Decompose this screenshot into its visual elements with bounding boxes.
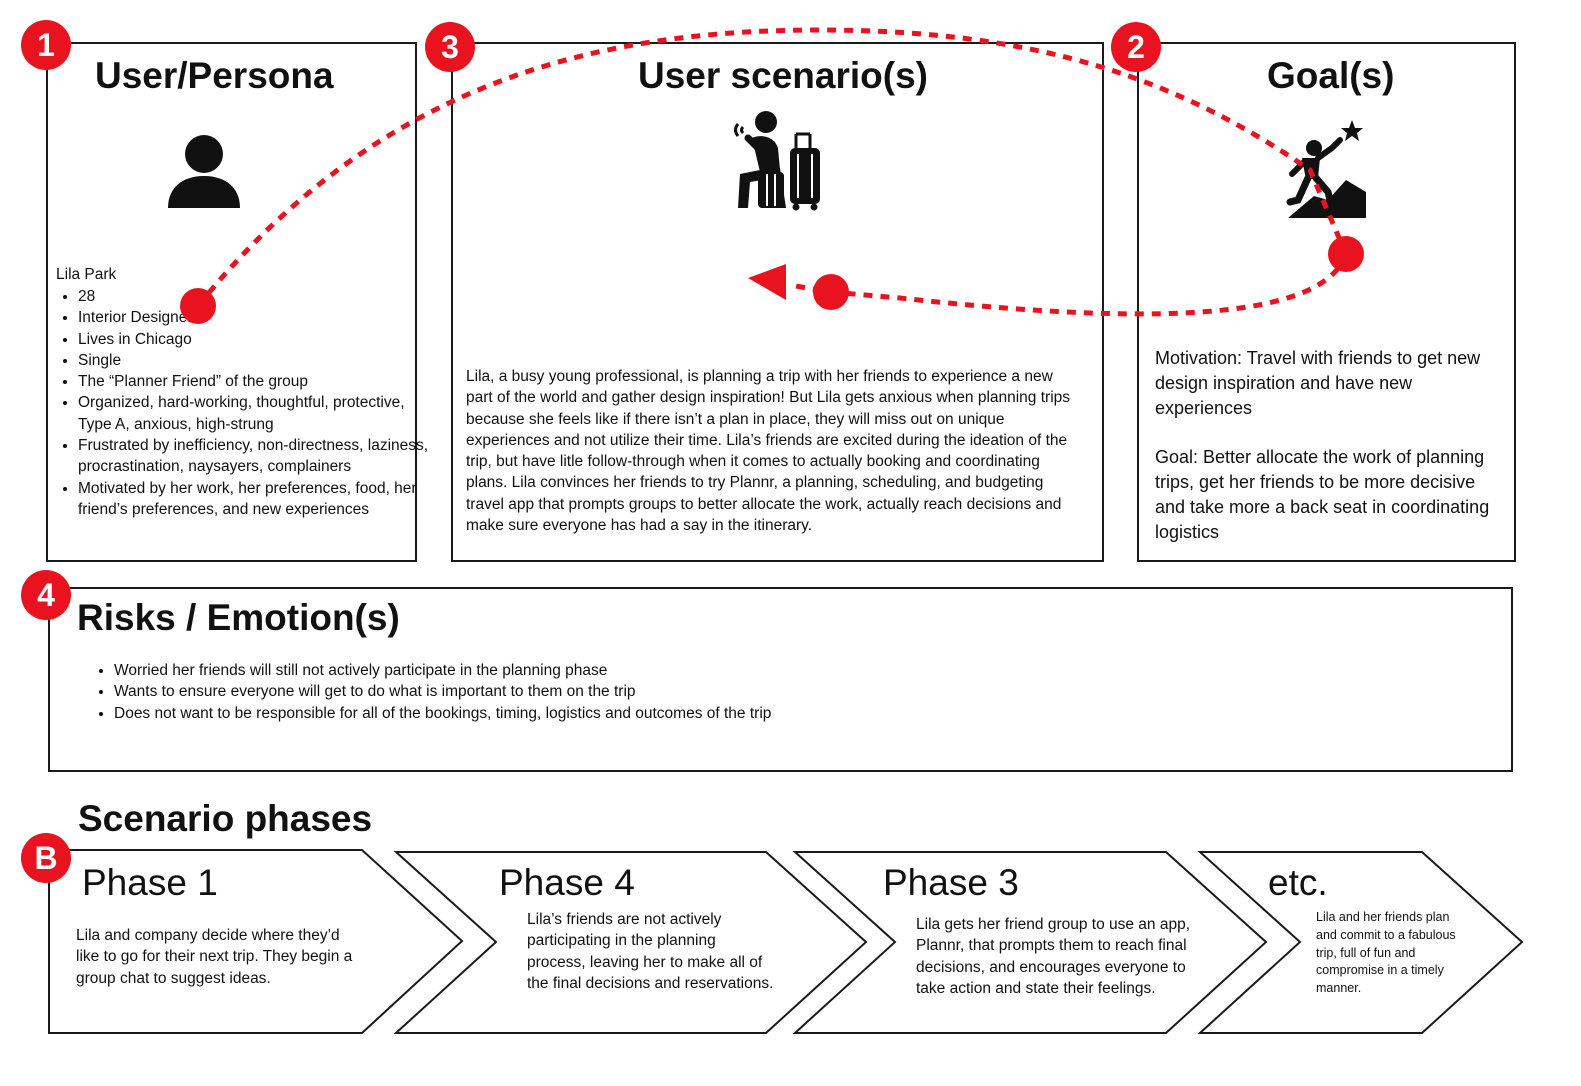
list-item: Does not want to be responsible for all … xyxy=(114,703,771,724)
list-item: Lives in Chicago xyxy=(78,329,433,350)
phase-1-title: Phase 1 xyxy=(82,862,218,903)
persona-name: Lila Park xyxy=(56,266,117,283)
phase-4-title: Phase 4 xyxy=(499,862,635,903)
persona-badge: 1 xyxy=(21,20,71,70)
list-item: Wants to ensure everyone will get to do … xyxy=(114,681,771,702)
phase-etc-text: Lila and her friends plan and commit to … xyxy=(1316,910,1456,996)
phases-badge: B xyxy=(21,833,71,883)
phase-1-text: Lila and company decide where they’d lik… xyxy=(76,927,353,987)
goal-text: Goal: Better allocate the work of planni… xyxy=(1155,447,1490,542)
list-item: Organized, hard-working, thoughtful, pro… xyxy=(78,392,433,435)
list-item: Worried her friends will still not activ… xyxy=(114,660,771,681)
risks-title: Risks / Emotion(s) xyxy=(77,597,400,638)
phase-etc-arrow xyxy=(1197,851,1524,1034)
list-item: The “Planner Friend” of the group xyxy=(78,371,433,392)
risks-box xyxy=(48,587,1513,772)
scenario-phases-title: Scenario phases xyxy=(78,798,373,839)
goal-badge: 2 xyxy=(1111,22,1161,72)
persona-attributes-list: 28 Interior Designer Lives in Chicago Si… xyxy=(56,286,433,520)
list-item: 28 xyxy=(78,286,433,307)
motivation-text: Motivation: Travel with friends to get n… xyxy=(1155,348,1481,418)
scenario-badge: 3 xyxy=(425,22,475,72)
phase-3-title: Phase 3 xyxy=(883,862,1019,903)
phase-3-text: Lila gets her friend group to use an app… xyxy=(916,916,1191,997)
list-item: Motivated by her work, her preferences, … xyxy=(78,478,433,521)
phase-4-arrow xyxy=(393,851,868,1034)
phase-3-arrow xyxy=(792,851,1268,1034)
scenario-description: Lila, a busy young professional, is plan… xyxy=(466,368,1071,535)
phase-etc-title: etc. xyxy=(1268,862,1328,903)
risks-badge: 4 xyxy=(21,570,71,620)
risks-list: Worried her friends will still not activ… xyxy=(92,660,771,724)
list-item: Frustrated by inefficiency, non-directne… xyxy=(78,435,433,478)
list-item: Interior Designer xyxy=(78,307,433,328)
phase-4-text: Lila’s friends are not actively particip… xyxy=(527,911,774,992)
goal-content: Motivation: Travel with friends to get n… xyxy=(1155,346,1507,569)
list-item: Single xyxy=(78,350,433,371)
phase-1-arrow xyxy=(48,849,464,1034)
